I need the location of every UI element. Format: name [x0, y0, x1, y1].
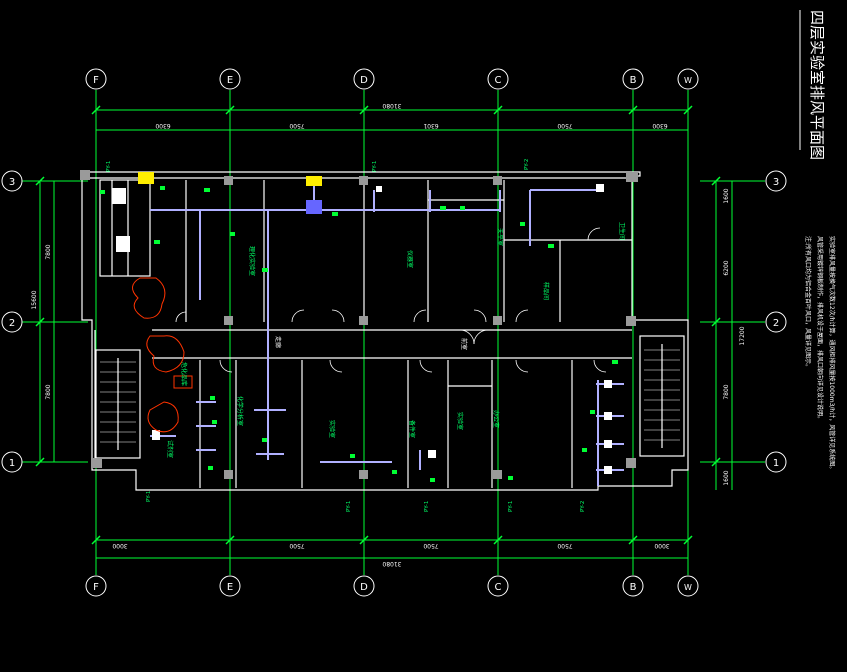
tag-py-1b: PY-1: [346, 501, 352, 512]
room-label-12: 化学分析室: [236, 396, 244, 426]
room-label-13: 试剂室: [166, 440, 174, 458]
axis-right-1: 1: [773, 458, 779, 469]
tag-py-2a: PY-2: [524, 159, 530, 170]
dim-top-3: 6301: [423, 122, 438, 129]
dim-bottom-overall: 31080: [382, 560, 401, 567]
dim-bottom-1: 3000: [112, 542, 127, 549]
dim-top-5: 6300: [652, 122, 667, 129]
dim-top-4: 7500: [557, 122, 572, 129]
room-label-1: 理化实验室: [248, 246, 256, 276]
axis-top-f: F: [93, 75, 99, 86]
tag-py-2b: PY-2: [580, 501, 586, 512]
tag-py-1e: PY-1: [372, 161, 378, 172]
note-3: 实验室排风量按换气次数12次/h计算，通风柜排风量按1000m3/h计，风管详见…: [828, 236, 836, 472]
axis-bottom-b: B: [630, 582, 637, 593]
axis-bottom-d: D: [360, 582, 368, 593]
air-outlet-markers: [100, 186, 618, 482]
axis-top-b: B: [630, 75, 637, 86]
axis-top-d: D: [360, 75, 368, 86]
axis-top-c: C: [495, 75, 502, 86]
dim-left-overall: 15600: [31, 290, 38, 309]
axis-top-e: E: [227, 75, 233, 86]
axis-left-3: 3: [9, 177, 15, 188]
dim-left-2: 7800: [45, 384, 52, 399]
room-label-4: 实验室: [328, 420, 336, 438]
structural-columns: [80, 170, 638, 479]
axis-grid: [22, 90, 765, 575]
dimension-texts: 31080 6300 7500 6301 7500 6300 3000 7500…: [31, 102, 746, 567]
dim-top-2: 7500: [289, 122, 304, 129]
dim-right-overall: 17200: [739, 326, 746, 345]
dim-bottom-3: 7500: [423, 542, 438, 549]
drawing-notes: 注:所有风口均为铝合金百叶风口，风量详见图示。 风管采用镀锌钢板制作，排风机设于…: [804, 236, 836, 472]
axis-bottom-w: W: [684, 583, 692, 592]
dim-right-2: 6200: [723, 260, 730, 275]
dim-right-4: 1600: [723, 470, 730, 485]
room-label-10: 卫生间: [618, 222, 626, 240]
duct-fittings: [112, 172, 612, 474]
tag-py-1a: PY-1: [146, 491, 152, 502]
axis-right-2: 2: [773, 318, 779, 329]
room-label-8: 备件室: [408, 420, 416, 438]
room-label-7: 前室: [460, 338, 468, 350]
dim-top-overall: 31080: [382, 102, 401, 109]
note-1: 注:所有风口均为铝合金百叶风口，风量详见图示。: [804, 236, 812, 370]
dim-top-1: 6300: [155, 122, 170, 129]
axis-bubble-labels: F E D C B W F E D C B W 3 2 1 3 2 1: [9, 75, 779, 593]
axis-bottom-c: C: [495, 582, 502, 593]
axis-left-2: 2: [9, 318, 15, 329]
stair-treads: [100, 349, 680, 443]
dim-bottom-5: 3000: [654, 542, 669, 549]
tag-py-1f: PY-1: [106, 161, 112, 172]
dim-bottom-4: 7500: [557, 542, 572, 549]
exhaust-tags: PY-1 PY-1 PY-2 PY-1 PY-1 PY-1 PY-1 PY-2: [106, 159, 586, 512]
room-label-5: 样品间: [542, 282, 550, 300]
exhaust-ducts: [150, 180, 624, 486]
door-swings: [175, 227, 607, 373]
dim-right-1: 1600: [723, 188, 730, 203]
axis-top-w: W: [684, 76, 692, 85]
drawing-title: 四层实验室排风平面图: [808, 10, 826, 160]
room-labels: 理化实验室 天平室 仪器室 实验室 样品间 走廊 前室 备件室 办公室 卫生间 …: [166, 222, 626, 458]
note-2: 风管采用镀锌钢板制作，排风机设于屋面，排风口朝向详见设计说明。: [816, 236, 824, 422]
room-label-9: 办公室: [492, 410, 500, 428]
dim-right-3: 7800: [723, 384, 730, 399]
tag-py-1d: PY-1: [508, 501, 514, 512]
room-label-2: 天平室: [496, 228, 504, 246]
axis-bottom-f: F: [93, 582, 99, 593]
room-label-11: 实验室: [456, 412, 464, 430]
axis-bubbles: [1, 68, 787, 597]
axis-bottom-e: E: [227, 582, 233, 593]
room-label-3: 仪器室: [406, 250, 414, 268]
axis-right-3: 3: [773, 177, 779, 188]
room-label-6: 走廊: [274, 336, 282, 348]
dim-bottom-2: 7500: [289, 542, 304, 549]
room-label-14: 危化品库: [180, 362, 188, 386]
lab-furniture: [132, 277, 193, 433]
dim-left-1: 7800: [45, 244, 52, 259]
axis-left-1: 1: [9, 458, 15, 469]
tag-py-1c: PY-1: [424, 501, 430, 512]
